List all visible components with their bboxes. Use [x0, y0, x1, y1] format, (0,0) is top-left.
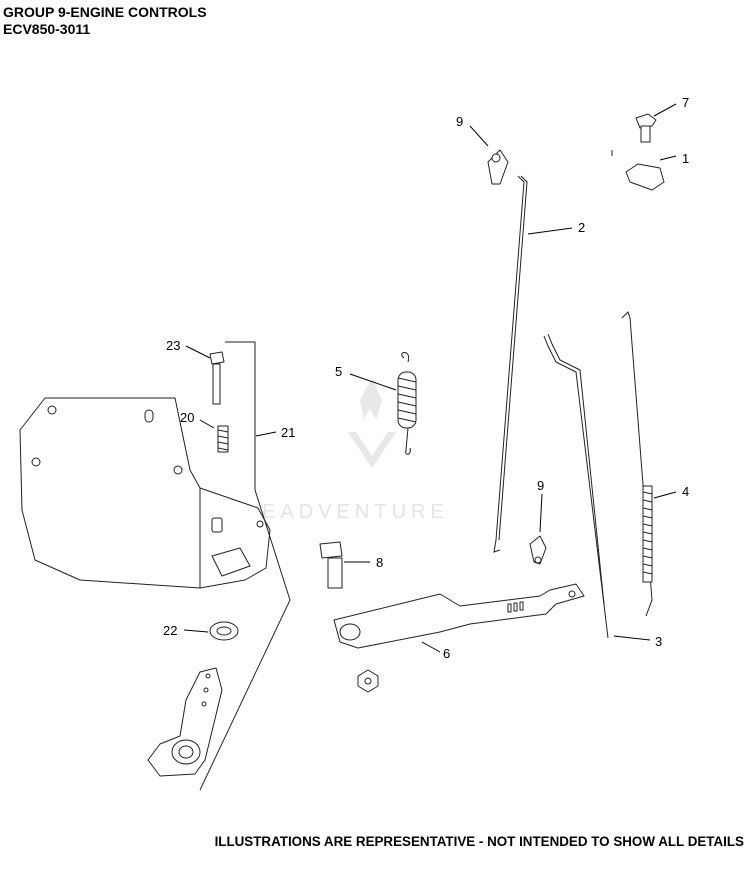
- part-23-bolt: [209, 351, 225, 405]
- callout-1: 1: [682, 151, 689, 166]
- callout-6: 6: [443, 646, 450, 661]
- part-1-clamp: [611, 150, 665, 191]
- part-6-control-lever: [333, 583, 585, 649]
- callout-9-top: 9: [456, 114, 463, 129]
- part-7-bolt: [635, 113, 657, 143]
- part-2-throttle-rod: [493, 175, 528, 553]
- part-20-small-spring: [217, 425, 229, 453]
- callout-8: 8: [376, 555, 383, 570]
- callout-5: 5: [335, 364, 342, 379]
- hex-nut: [357, 669, 379, 693]
- leader-lines: [183, 103, 677, 653]
- watermark-logo: [348, 378, 396, 468]
- callout-23: 23: [166, 338, 180, 353]
- callout-20: 20: [180, 410, 194, 425]
- page-title: GROUP 9-ENGINE CONTROLS: [3, 4, 207, 20]
- part-3-choke-rod: [543, 333, 609, 639]
- part-22-bushing: [209, 621, 239, 641]
- part-9-clip-top: [487, 149, 509, 185]
- callout-22: 22: [163, 623, 177, 638]
- part-8-bolt: [319, 541, 343, 589]
- disclaimer-footer: ILLUSTRATIONS ARE REPRESENTATIVE - NOT I…: [214, 834, 744, 849]
- part-5-extension-spring: [397, 352, 417, 455]
- part-21-bracket-plate: [19, 341, 291, 791]
- part-9-clip-lower: [529, 535, 547, 565]
- lever-arm: [147, 667, 223, 777]
- callout-2: 2: [578, 220, 585, 235]
- callout-3: 3: [655, 634, 662, 649]
- callout-4: 4: [682, 484, 689, 499]
- callout-9-lower: 9: [537, 478, 544, 493]
- callout-7: 7: [682, 95, 689, 110]
- model-number: ECV850-3011: [3, 21, 91, 37]
- part-4-cable: [621, 311, 653, 617]
- callout-labels: 1 2 3 4 5 6 7 8 9 9 20 21 22 23: [163, 95, 689, 661]
- callout-21: 21: [281, 425, 295, 440]
- watermark-text: LEADVENTURE: [246, 501, 449, 523]
